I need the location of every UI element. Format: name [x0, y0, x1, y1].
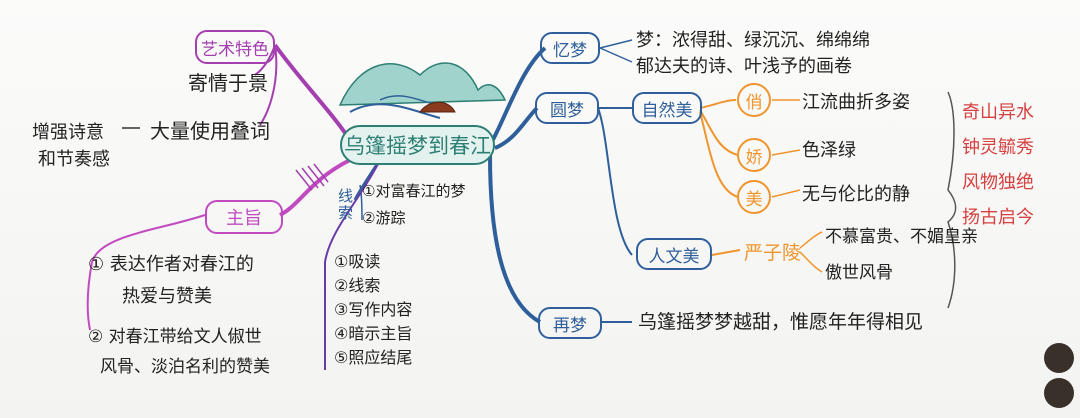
- nature-text-qiao: 江流曲折多姿: [802, 92, 910, 113]
- dream3-label: 再梦: [553, 315, 587, 336]
- nature-char-jiao: 娇: [737, 138, 771, 172]
- theme-item2-line2: 风骨、淡泊名利的赞美: [100, 357, 270, 377]
- method-item: ④暗示主旨: [334, 324, 413, 343]
- link-culture-person: [711, 249, 741, 256]
- summary-item: 钟灵毓秀: [962, 137, 1034, 158]
- nature-text-jiao: 色泽绿: [802, 140, 856, 161]
- theme-item1-line1: ① 表达作者对春江的: [88, 254, 254, 275]
- dream3-node: 再梦: [538, 307, 602, 339]
- culture-person: 严子陵: [744, 242, 802, 264]
- link-nature-items: [699, 99, 739, 198]
- link-culture-sub: [799, 231, 823, 273]
- theme-label: 主旨: [226, 208, 262, 229]
- art-note-line1: 增强诗意: [32, 122, 104, 143]
- dream2-node: 圆梦: [535, 92, 599, 124]
- center-topic-title: 乌篷摇梦到春江: [344, 134, 491, 158]
- method-item: ③写作内容: [334, 300, 413, 319]
- culture-line1: 不慕富贵、不媚皇亲: [825, 227, 978, 247]
- dream1-node: 忆梦: [540, 32, 600, 64]
- culture-label: 人文美: [648, 246, 700, 267]
- nature-text-mei: 无与伦比的静: [802, 184, 910, 205]
- method-list: ①吸读 ②线索 ③写作内容 ④暗示主旨 ⑤照应结尾: [334, 250, 454, 370]
- corner-stamp-top: [1044, 343, 1074, 373]
- dream1-label: 忆梦: [553, 40, 587, 61]
- link-clue-sub: [359, 184, 363, 221]
- art-label: 艺术特色: [201, 39, 269, 60]
- clue-label: 线索: [338, 187, 354, 222]
- method-item: ②线索: [334, 276, 381, 295]
- link-nature-items-text: [771, 99, 801, 198]
- dream1-line2: 郁达夫的诗、叶浅予的画卷: [636, 56, 852, 77]
- summary-item: 奇山异水: [962, 102, 1034, 123]
- theme-item1-line2: 热爱与赞美: [122, 286, 212, 307]
- culture-line2: 傲世风骨: [825, 263, 893, 283]
- method-item: ⑤照应结尾: [334, 348, 413, 367]
- theme-node: 主旨: [205, 200, 283, 234]
- culture-node: 人文美: [636, 238, 712, 270]
- clue-item1: ①对富春江的梦: [362, 182, 466, 200]
- summary-item: 风物独绝: [962, 172, 1034, 193]
- link-art-sub2: [259, 44, 278, 126]
- link-theme-sub: [86, 214, 206, 331]
- theme-item2-line1: ② 对春江带给文人俶世: [88, 327, 262, 347]
- center-topic-box: 乌篷摇梦到春江: [340, 125, 495, 165]
- art-node: 艺术特色: [195, 30, 275, 64]
- nature-node: 自然美: [632, 92, 702, 124]
- link-dream3: [488, 154, 541, 324]
- link-method: [324, 159, 381, 370]
- mountain-illustration: [338, 62, 507, 119]
- nature-char-mei: 美: [737, 180, 771, 214]
- dream2-label: 圆梦: [550, 100, 584, 121]
- summary-list: 奇山异水钟灵毓秀风物独绝扬古启今: [962, 95, 1072, 235]
- dream3-text: 乌篷摇梦梦越甜，惟愿年年得相见: [638, 311, 924, 333]
- method-item: ①吸读: [334, 252, 381, 271]
- link-dream1: [488, 46, 547, 147]
- summary-brace: [947, 91, 957, 309]
- art-item-reduplication: 大量使用叠词: [150, 119, 270, 143]
- link-dream2-culture: [597, 107, 633, 256]
- nature-label: 自然美: [641, 100, 693, 121]
- link-dream2: [494, 106, 539, 150]
- dream1-line1: 梦：浓得甜、绿沉沉、绵绵绵: [636, 30, 870, 51]
- art-branch-hatching: [295, 163, 329, 191]
- corner-stamp-bottom: [1044, 378, 1074, 408]
- link-art: [273, 43, 352, 142]
- clue-item2: ②游踪: [362, 209, 406, 227]
- nature-char-qiao: 俏: [737, 83, 771, 117]
- link-dream1-text: [599, 39, 633, 63]
- art-note-line2: 和节奏感: [38, 149, 110, 170]
- summary-item: 扬古启今: [962, 207, 1034, 228]
- link-theme: [279, 158, 351, 217]
- art-item-scenery: 寄情于景: [188, 71, 268, 95]
